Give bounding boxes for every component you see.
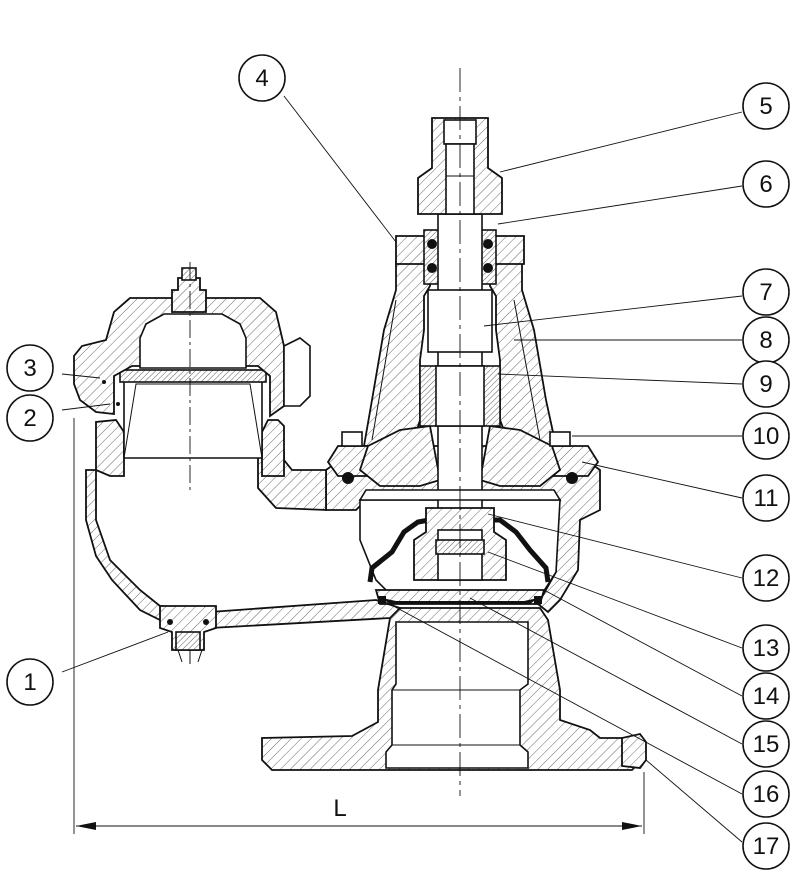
gland-seal-1 — [427, 239, 437, 249]
callout-1-label: 1 — [23, 669, 36, 696]
diaphragm-casing-right — [478, 424, 562, 487]
callout-4: 4 — [238, 54, 286, 102]
seat-seal-left — [378, 596, 386, 604]
auxiliary-valve — [73, 262, 311, 664]
gland-seal-4 — [483, 263, 493, 273]
drain-seal-left — [167, 619, 173, 625]
gland-seal-2 — [427, 263, 437, 273]
callout-11: 11 — [742, 474, 790, 522]
callout-17-label: 17 — [753, 833, 780, 860]
drain-seal-right — [203, 619, 209, 625]
aux-valve-body-right — [261, 419, 285, 477]
casing-seal-right — [566, 472, 578, 484]
callout-16-label: 16 — [753, 781, 780, 808]
drain-tip — [177, 649, 203, 664]
tie-rod-left — [371, 299, 397, 441]
callout-3-label: 3 — [23, 355, 36, 382]
flange-bore — [385, 621, 529, 769]
aux-side-lug — [283, 337, 311, 407]
gland-seal-3 — [483, 239, 493, 249]
callout-8: 8 — [742, 316, 790, 364]
drain-core — [175, 631, 201, 651]
aux-plug-cap — [181, 267, 197, 281]
callout-2-label: 2 — [23, 405, 36, 432]
aux-valve-body — [95, 419, 125, 477]
aux-seat-ring — [119, 369, 267, 383]
leader-15 — [469, 597, 743, 745]
leader-12 — [487, 513, 743, 579]
dimension-l: L — [73, 418, 645, 834]
leader-2 — [61, 403, 111, 411]
callout-13-label: 13 — [753, 635, 780, 662]
callout-3: 3 — [6, 344, 54, 392]
flange-spigot — [621, 732, 647, 769]
leader-5 — [499, 111, 743, 173]
callout-14-label: 14 — [753, 683, 780, 710]
callout-9: 9 — [742, 360, 790, 408]
tie-rod-right — [513, 299, 541, 441]
callout-bubbles: 1 2 3 4 5 6 7 8 9 10 11 12 13 14 15 16 1… — [6, 54, 790, 870]
callout-12-label: 12 — [753, 565, 780, 592]
callout-2: 2 — [6, 394, 54, 442]
leader-4 — [283, 95, 397, 243]
callout-13: 13 — [742, 624, 790, 672]
leader-6 — [497, 185, 743, 225]
dimension-arrow-right — [622, 822, 642, 830]
bolt-right — [549, 431, 571, 447]
leader-3 — [61, 373, 101, 379]
leader-14 — [543, 589, 743, 697]
callout-4-label: 4 — [255, 65, 268, 92]
leader-13 — [487, 551, 743, 649]
aux-cone-outline — [123, 383, 263, 459]
lower-duct — [85, 469, 402, 629]
callout-10: 10 — [742, 412, 790, 460]
callout-8-label: 8 — [759, 327, 772, 354]
callout-7-label: 7 — [759, 279, 772, 306]
callout-11-label: 11 — [754, 485, 779, 512]
callout-9-label: 9 — [759, 371, 772, 398]
aux-top-plug — [171, 277, 207, 313]
casing-seal-left — [342, 472, 354, 484]
part-3-marker — [102, 380, 106, 384]
callout-15: 15 — [742, 720, 790, 768]
callout-14: 14 — [742, 672, 790, 720]
part-2-marker — [116, 402, 120, 406]
leader-11 — [581, 461, 743, 499]
dimension-arrow-left — [76, 822, 96, 830]
seat-seal-right — [534, 596, 542, 604]
callout-5-label: 5 — [759, 93, 772, 120]
leader-16 — [385, 601, 743, 795]
callout-12: 12 — [742, 554, 790, 602]
drain-fitting — [159, 605, 217, 651]
aux-valve-cone — [123, 379, 263, 459]
leader-1 — [61, 631, 169, 673]
aux-cover-dome — [139, 313, 247, 369]
callout-15-label: 15 — [753, 731, 780, 758]
bolt-left — [341, 431, 363, 447]
callout-16: 16 — [742, 770, 790, 818]
diaphragm-casing — [358, 424, 442, 487]
dimension-label: L — [333, 795, 346, 822]
callout-10-label: 10 — [753, 423, 780, 450]
leader-lines — [61, 95, 743, 843]
callout-5: 5 — [742, 82, 790, 130]
main-valve-top — [326, 68, 600, 796]
leader-9 — [497, 373, 743, 385]
callout-6: 6 — [742, 160, 790, 208]
callout-17: 17 — [742, 822, 790, 870]
leader-17 — [645, 759, 743, 843]
callout-1: 1 — [6, 658, 54, 706]
callout-7: 7 — [742, 268, 790, 316]
callout-6-label: 6 — [759, 171, 772, 198]
leader-7 — [483, 295, 743, 327]
